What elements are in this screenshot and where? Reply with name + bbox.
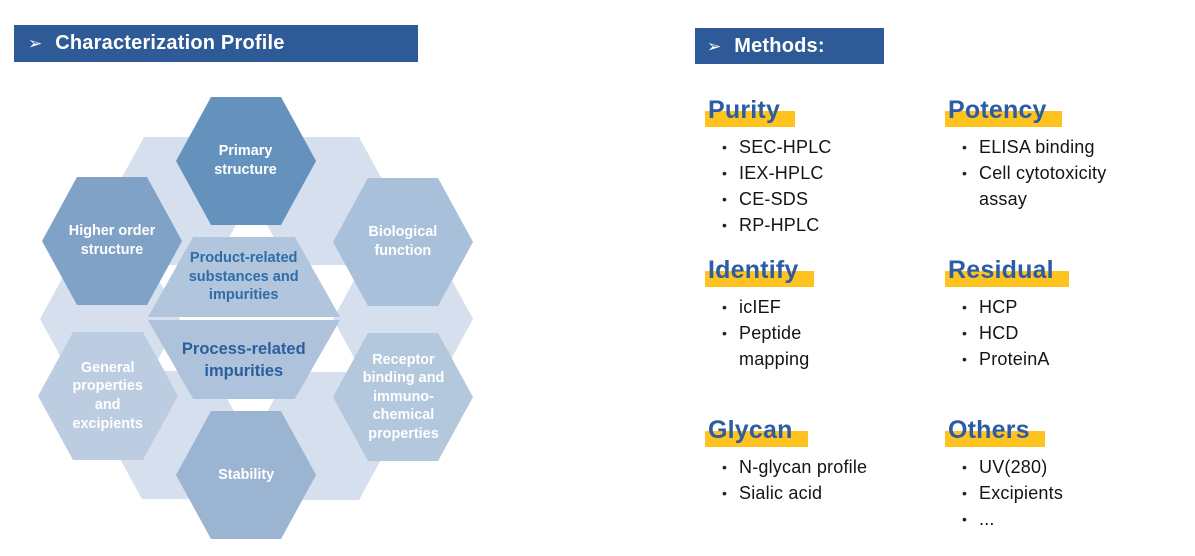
method-list: •icIEF •Peptide mapping — [708, 294, 943, 372]
method-section-residual: Residual •HCP •HCD •ProteinA — [945, 256, 1183, 372]
method-section-potency: Potency •ELISA binding •Cell cytotoxicit… — [945, 96, 1183, 212]
method-item: •N-glycan profile — [708, 454, 943, 480]
bullet-icon: • — [962, 459, 967, 475]
method-section-others: Others •UV(280) •Excipients •... — [945, 416, 1183, 532]
hexagon-label: Process-related impurities — [182, 339, 306, 380]
section-heading: Identify — [705, 256, 813, 287]
arrow-bullet-icon: ➢ — [707, 36, 722, 56]
method-list: •SEC-HPLC •IEX-HPLC •CE-SDS •RP-HPLC — [708, 134, 943, 238]
bullet-icon: • — [722, 299, 727, 315]
bullet-icon: • — [962, 139, 967, 155]
method-section-glycan: Glycan •N-glycan profile •Sialic acid — [705, 416, 943, 506]
method-item: •... — [948, 506, 1183, 532]
section-heading: Potency — [945, 96, 1062, 127]
bullet-icon: • — [962, 485, 967, 501]
section-heading: Glycan — [705, 416, 808, 447]
method-item: •Sialic acid — [708, 480, 943, 506]
hexagon-receptor-binding: Receptor binding and immuno- chemical pr… — [333, 333, 473, 461]
hexagon-center: Product-related substances and impuritie… — [148, 237, 340, 399]
method-item: •CE-SDS — [708, 186, 943, 212]
bullet-icon: • — [722, 191, 727, 207]
hexagon-label: Biological function — [368, 223, 438, 259]
hexagon-label: Product-related substances and impuritie… — [189, 249, 299, 304]
hexagon-product-related: Product-related substances and impuritie… — [148, 237, 340, 317]
method-list: •N-glycan profile •Sialic acid — [708, 454, 943, 506]
section-heading: Purity — [704, 96, 796, 127]
method-item: •ELISA binding — [948, 134, 1183, 160]
method-item: •Peptide mapping — [708, 320, 943, 372]
method-list: •UV(280) •Excipients •... — [948, 454, 1183, 532]
method-list: •HCP •HCD •ProteinA — [948, 294, 1183, 372]
method-item: •Cell cytotoxicity assay — [948, 160, 1183, 212]
methods-header: ➢ Methods: — [695, 28, 884, 64]
method-section-purity: Purity •SEC-HPLC •IEX-HPLC •CE-SDS •RP-H… — [704, 96, 943, 238]
page-title: Characterization Profile — [55, 32, 285, 54]
method-item: •Excipients — [948, 480, 1183, 506]
hexagon-label: Primary structure — [214, 142, 278, 178]
method-item: •icIEF — [708, 294, 943, 320]
method-item: •RP-HPLC — [708, 212, 943, 238]
methods-title: Methods: — [734, 34, 825, 57]
characterization-hexagon-diagram: Primary structure Higher order structure… — [0, 85, 500, 555]
bullet-icon: • — [962, 165, 967, 181]
method-item: •HCP — [948, 294, 1183, 320]
bullet-icon: • — [722, 217, 727, 233]
method-item: •SEC-HPLC — [708, 134, 943, 160]
bullet-icon: • — [722, 165, 727, 181]
hexagon-biological-function: Biological function — [333, 178, 473, 306]
method-item: •HCD — [948, 320, 1183, 346]
hexagon-label: Stability — [217, 465, 275, 483]
hexagon-label: Higher order structure — [68, 222, 156, 258]
bullet-icon: • — [962, 511, 967, 527]
method-list: •ELISA binding •Cell cytotoxicity assay — [948, 134, 1183, 212]
section-heading: Others — [945, 416, 1045, 447]
bullet-icon: • — [962, 325, 967, 341]
method-item: •IEX-HPLC — [708, 160, 943, 186]
bullet-icon: • — [962, 351, 967, 367]
section-heading: Residual — [945, 256, 1069, 287]
arrow-bullet-icon: ➢ — [28, 34, 43, 53]
hexagon-label: Receptor binding and immuno- chemical pr… — [362, 350, 444, 442]
method-section-identify: Identify •icIEF •Peptide mapping — [705, 256, 943, 372]
method-item: •ProteinA — [948, 346, 1183, 372]
method-item: •UV(280) — [948, 454, 1183, 480]
hexagon-label: General properties and excipients — [72, 358, 144, 432]
bullet-icon: • — [962, 299, 967, 315]
characterization-profile-header: ➢ Characterization Profile — [14, 25, 418, 62]
hexagon-stability: Stability — [176, 411, 316, 539]
hexagon-process-related: Process-related impurities — [148, 320, 340, 399]
bullet-icon: • — [722, 325, 727, 341]
bullet-icon: • — [722, 485, 727, 501]
hexagon-general-properties: General properties and excipients — [38, 332, 178, 460]
bullet-icon: • — [722, 459, 727, 475]
bullet-icon: • — [722, 139, 727, 155]
